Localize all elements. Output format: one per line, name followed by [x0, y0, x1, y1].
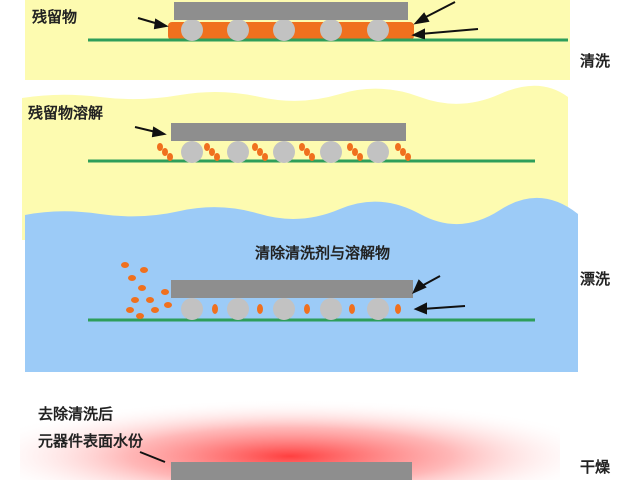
residue-flake: [151, 307, 159, 313]
solder-ball: [320, 141, 342, 163]
residue-flake: [214, 153, 220, 161]
residue-flake: [131, 297, 139, 303]
stage-cleaning: 清洗: [580, 52, 611, 70]
label-remove-solvent: 清除清洗剂与溶解物: [255, 244, 391, 262]
residue-flake: [161, 289, 169, 295]
residue-flake: [262, 153, 268, 161]
arrows: [134, 1, 479, 463]
solder-ball: [320, 19, 342, 41]
solder-ball: [367, 141, 389, 163]
solder-ball: [181, 19, 203, 41]
solvent-panel-2: [22, 85, 568, 240]
solder-ball: [367, 298, 389, 320]
label-dry-2: 元器件表面水份: [38, 432, 144, 450]
component-chip: [171, 280, 413, 298]
residue-flake: [352, 148, 358, 156]
stage-rinse: 漂洗: [580, 270, 611, 288]
residue-flake: [164, 302, 172, 308]
residue-flake: [209, 148, 215, 156]
residue-flake: [167, 153, 173, 161]
residue-flake: [162, 148, 168, 156]
solder-ball: [273, 141, 295, 163]
residue-flake: [121, 262, 129, 268]
residue-flake: [257, 148, 263, 156]
residue-flake: [138, 285, 146, 291]
residue-flake: [126, 307, 134, 313]
solder-ball: [320, 298, 342, 320]
residue-flake: [349, 304, 355, 314]
residue-flake: [204, 143, 210, 151]
label-residue-dissolve: 残留物溶解: [28, 104, 104, 122]
residue-flake: [146, 297, 154, 303]
residue-flake: [212, 304, 218, 314]
residue-flake: [299, 143, 305, 151]
component-chip: [171, 462, 412, 480]
residue-flake: [400, 148, 406, 156]
label-dry-1: 去除清洗后: [38, 405, 114, 423]
residue-flake: [357, 153, 363, 161]
residue-flake: [252, 143, 258, 151]
residue-flake: [304, 148, 310, 156]
residue-flake: [304, 304, 310, 314]
solder-ball: [367, 19, 389, 41]
solder-ball: [181, 298, 203, 320]
residue-flake: [309, 153, 315, 161]
label-residue: 残留物: [32, 8, 78, 26]
solder-ball: [273, 19, 295, 41]
residue-flake: [405, 153, 411, 161]
component-chip: [174, 2, 408, 20]
solder-ball: [227, 19, 249, 41]
solder-ball: [227, 298, 249, 320]
residue-flake: [140, 267, 148, 273]
component-chip: [171, 123, 406, 141]
residue-flake: [347, 143, 353, 151]
residue-flake: [395, 143, 401, 151]
residue-flake: [128, 275, 136, 281]
stage-dry: 干燥: [580, 458, 611, 476]
solder-ball: [273, 298, 295, 320]
solder-ball: [181, 141, 203, 163]
solder-ball: [227, 141, 249, 163]
residue-flake: [136, 313, 144, 319]
residue-flake: [395, 304, 401, 314]
residue-flake: [257, 304, 263, 314]
residue-flake: [157, 143, 163, 151]
